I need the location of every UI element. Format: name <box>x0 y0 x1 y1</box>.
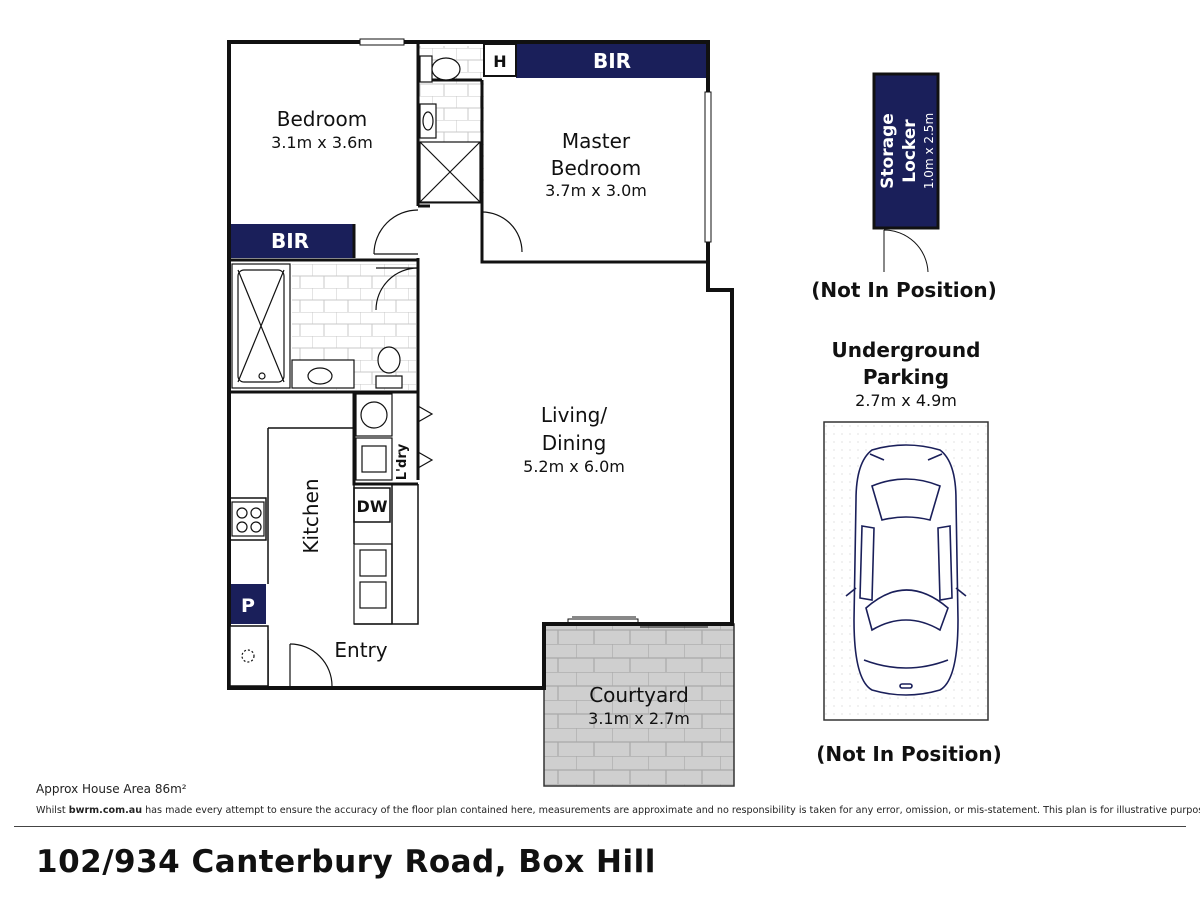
kitchen-label: Kitchen <box>299 478 323 553</box>
courtyard-label: Courtyard <box>589 683 689 707</box>
disclaimer-text: has made every attempt to ensure the acc… <box>142 805 1200 816</box>
bir-master-label: BIR <box>593 49 631 73</box>
parking-label-2: Parking <box>863 365 949 389</box>
bir-bedroom-label: BIR <box>271 229 309 253</box>
courtyard-size: 3.1m x 2.7m <box>588 709 690 728</box>
property-address: 102/934 Canterbury Road, Box Hill <box>36 844 656 880</box>
disclaimer-prefix: Whilst <box>36 805 69 816</box>
master-label: Master <box>562 129 631 153</box>
doors <box>289 209 523 687</box>
laundry-fixtures <box>355 393 393 481</box>
interior-walls <box>229 42 708 486</box>
toilet-icon <box>419 55 461 83</box>
master-size: 3.7m x 3.0m <box>545 181 647 200</box>
pantry: P <box>230 584 266 624</box>
storage-locker: Storage Locker 1.0m x 2.5m <box>872 72 940 273</box>
master-label-2: Bedroom <box>551 156 641 180</box>
living-size: 5.2m x 6.0m <box>523 457 625 476</box>
parking-label: Underground <box>832 338 981 362</box>
bir-bedroom: BIR <box>230 224 354 258</box>
kitchen-bench <box>229 427 354 688</box>
car-icon <box>845 444 967 696</box>
divider <box>14 826 1186 827</box>
disclaimer: Whilst bwrm.com.au has made every attemp… <box>36 805 1200 816</box>
toilet-icon <box>375 346 403 389</box>
bir-master: BIR <box>516 44 706 78</box>
storage-size: 1.0m x 2.5m <box>922 113 936 189</box>
hot-water-label: H <box>493 52 506 71</box>
pantry-label: P <box>241 595 255 617</box>
storage-label: Storage <box>878 113 898 189</box>
hot-water-unit: H <box>483 43 517 77</box>
courtyard-area <box>543 623 735 787</box>
living-label: Living/ <box>541 403 607 427</box>
ensuite-shower <box>419 141 481 203</box>
bedroom-size: 3.1m x 3.6m <box>271 133 373 152</box>
bathtub-icon <box>231 263 291 389</box>
fridge-icon <box>241 649 255 663</box>
parking-size: 2.7m x 4.9m <box>855 391 957 410</box>
dishwasher-label: DW <box>357 497 388 516</box>
windows <box>359 38 712 628</box>
kitchen-sink-icon <box>353 543 393 625</box>
parking-note: (Not In Position) <box>816 742 1001 766</box>
storage-note: (Not In Position) <box>811 278 996 302</box>
bedroom-label: Bedroom <box>277 107 367 131</box>
dishwasher: DW <box>353 487 391 523</box>
kitchen-island <box>353 484 419 625</box>
cooktop-icon <box>231 501 265 537</box>
laundry-label: L'dry <box>395 443 410 480</box>
basin-icon <box>419 103 437 139</box>
basin-icon <box>291 359 355 389</box>
storage-label-2: Locker <box>900 119 920 183</box>
house-area: Approx House Area 86m² <box>36 782 187 796</box>
disclaimer-site: bwrm.com.au <box>68 805 143 816</box>
living-label-2: Dining <box>542 431 607 455</box>
entry-label: Entry <box>334 638 387 662</box>
